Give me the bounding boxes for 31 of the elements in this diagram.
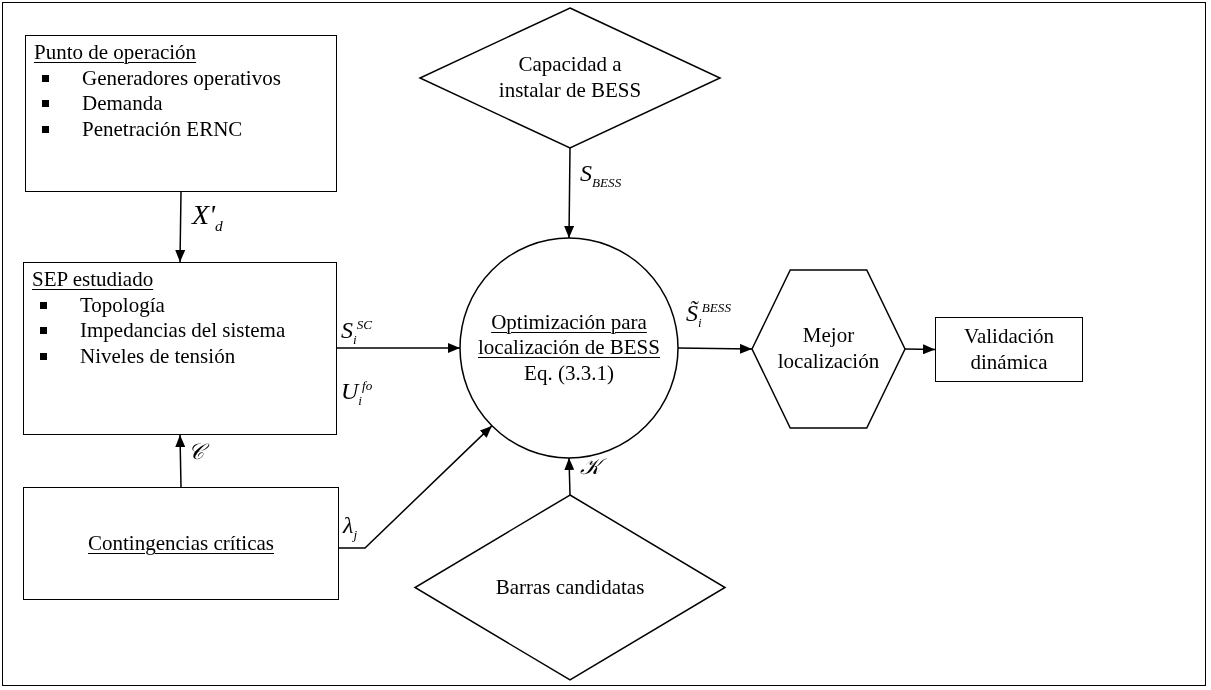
- bullet-item: Penetración ERNC: [34, 116, 328, 143]
- bullet-item: Topología: [32, 292, 328, 319]
- arrow: [338, 425, 493, 549]
- process-box: [935, 317, 1083, 382]
- arrow: [336, 343, 461, 353]
- node-text: Barras candidatas: [495, 574, 645, 601]
- arrow: [175, 434, 186, 488]
- node-text: Validación dinámica: [963, 323, 1055, 376]
- bullet-item: Niveles de tensión: [32, 343, 328, 370]
- arrow: [904, 344, 936, 355]
- edge-label: λ$_{j}$: [343, 512, 359, 543]
- edge-label: 𝒞: [188, 440, 218, 465]
- bullet-item: Demanda: [34, 91, 328, 117]
- process-box: [23, 487, 339, 600]
- node-text: Capacidad a instalar de BESS: [497, 52, 643, 104]
- arrow: [564, 147, 575, 239]
- heading-text: Optimización para localización de BESS: [477, 309, 661, 361]
- bullet-item: Generadores operativos: [34, 65, 328, 92]
- edge-label: X'$_{d}$: [192, 200, 224, 235]
- edge-label: 𝒦: [580, 455, 610, 480]
- bullet-item: Impedancias del sistema: [32, 318, 328, 344]
- process-box: [23, 262, 337, 435]
- edge-label: S$_{BESS}$: [580, 160, 623, 191]
- node-text: Mejor localización: [776, 323, 881, 375]
- heading-text: SEP estudiado: [32, 267, 155, 293]
- arrow: [564, 457, 575, 496]
- node-text: Eq. (3.3.1): [524, 360, 614, 387]
- node-text: Contingencias críticas: [88, 530, 274, 557]
- arrow: [175, 191, 186, 263]
- heading-text: Punto de operación: [34, 40, 198, 66]
- process-box: [25, 35, 337, 192]
